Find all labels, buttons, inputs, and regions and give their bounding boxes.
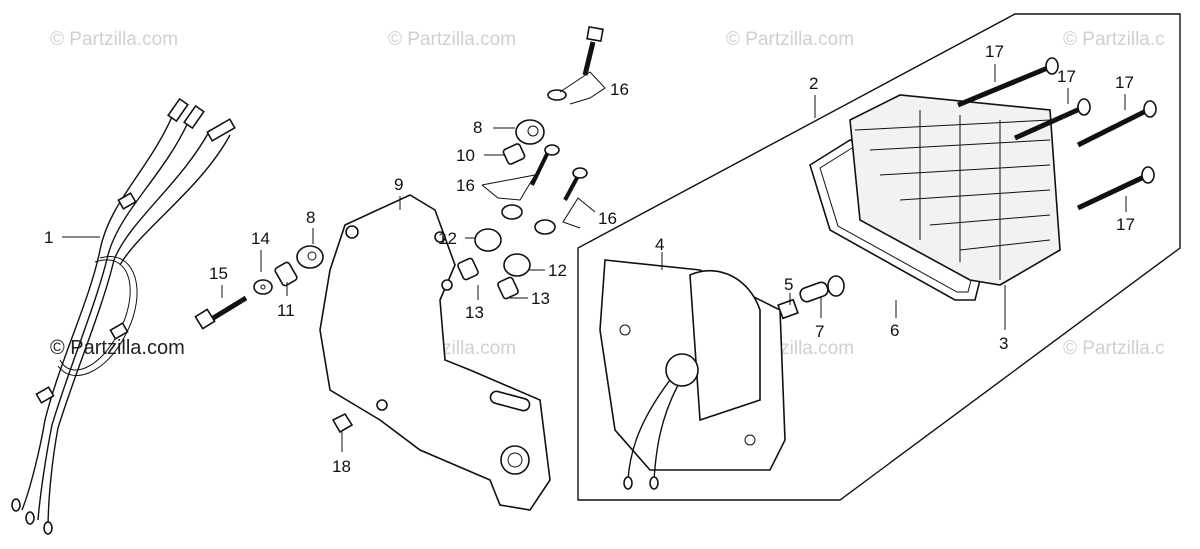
callout-11: 11 — [277, 301, 295, 320]
callout-12-right: 12 — [548, 261, 567, 280]
callout-15: 15 — [209, 264, 228, 283]
license-bracket — [319, 194, 551, 511]
callout-3: 3 — [999, 334, 1008, 353]
watermark-top-3: © Partzilla.com — [726, 29, 854, 50]
callout-9: 9 — [394, 175, 403, 194]
callout-labels: 1 2 3 4 5 6 7 8 8 9 10 11 12 12 13 13 14… — [44, 42, 1135, 476]
callout-13-right: 13 — [531, 289, 550, 308]
watermark-top-2: © Partzilla.com — [388, 29, 516, 50]
watermark-top-1: © Partzilla.com — [50, 29, 178, 50]
callout-4: 4 — [655, 235, 664, 254]
lens-screws — [957, 57, 1157, 211]
callout-16-top: 16 — [610, 80, 629, 99]
callout-12-left: 12 — [438, 229, 457, 248]
callout-13-left: 13 — [465, 303, 484, 322]
callout-8-lower: 8 — [306, 208, 315, 227]
callout-5: 5 — [784, 275, 793, 294]
mount-hardware-left — [194, 245, 324, 330]
callout-16-right: 16 — [598, 209, 617, 228]
assembly-outline — [577, 13, 1181, 501]
wire-harness — [11, 97, 236, 535]
callout-14: 14 — [251, 229, 270, 248]
watermark-top-4: © Partzilla.c — [1063, 29, 1165, 50]
callout-17-c: 17 — [1115, 73, 1134, 92]
callout-6: 6 — [890, 321, 899, 340]
callout-17-a: 17 — [985, 42, 1004, 61]
lamp-base — [599, 259, 786, 490]
leader-lines — [62, 64, 1127, 452]
callout-8-upper: 8 — [473, 118, 482, 137]
callout-17-b: 17 — [1057, 67, 1076, 86]
callout-7: 7 — [815, 322, 824, 341]
callout-1: 1 — [44, 228, 53, 247]
tail-lens — [849, 94, 1061, 286]
part-18-shape — [331, 412, 354, 434]
callout-18: 18 — [332, 457, 351, 476]
bulb-socket — [777, 275, 845, 320]
callout-2: 2 — [809, 74, 818, 93]
watermark-mid-4: © Partzilla.c — [1063, 338, 1165, 359]
mount-hardware-upper — [457, 25, 604, 300]
callout-10: 10 — [456, 146, 475, 165]
callout-16-mid: 16 — [456, 176, 475, 195]
callout-17-d: 17 — [1116, 215, 1135, 234]
lens-gasket — [809, 139, 1001, 301]
